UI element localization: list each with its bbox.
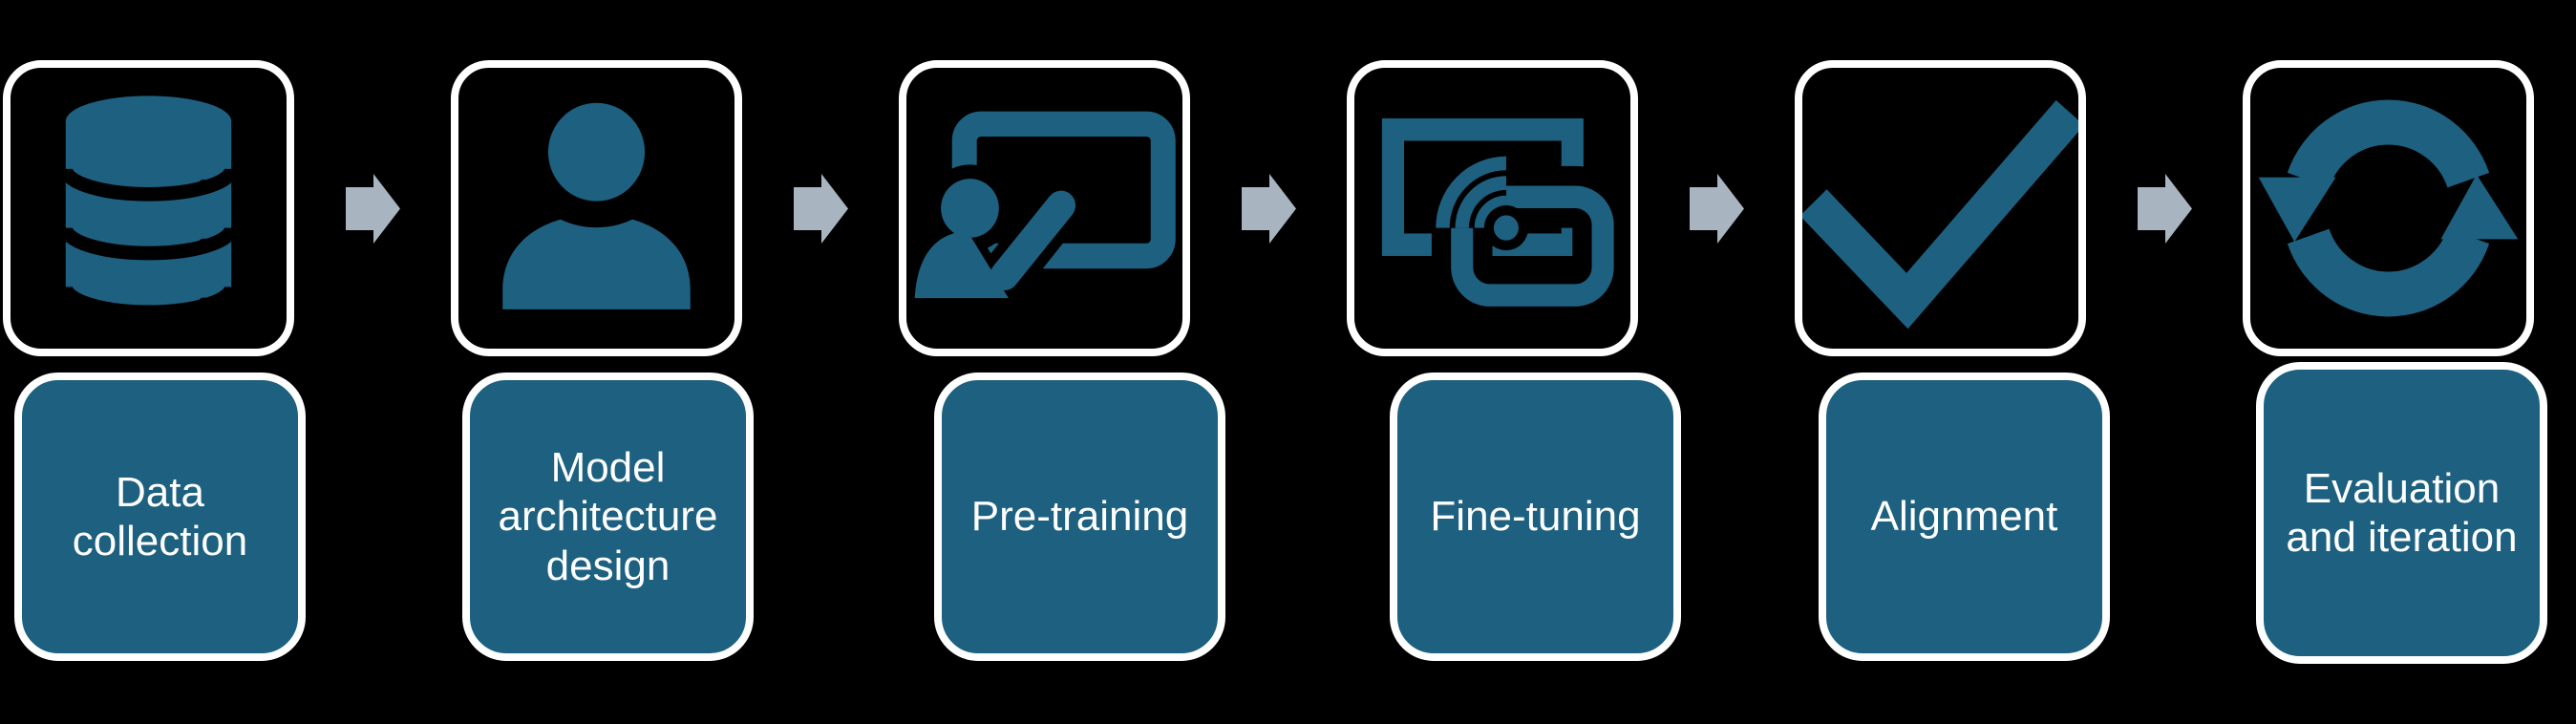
stage-evaluation-iteration: Evaluation and iteration: [2243, 60, 2547, 664]
icon-box-pre-training: [899, 60, 1190, 356]
stage-alignment: Alignment: [1795, 60, 2110, 661]
flow-connector: [294, 60, 451, 356]
icon-box-model-architecture: [451, 60, 742, 356]
flow-connector: [1638, 60, 1795, 356]
stage-label-fine-tuning: Fine-tuning: [1390, 373, 1681, 661]
icon-box-alignment: [1795, 60, 2086, 356]
stage-label-model-architecture: Model architecture design: [462, 373, 754, 661]
stage-model-architecture-design: Model architecture design: [451, 60, 754, 661]
stage-pre-training: Pre-training: [899, 60, 1225, 661]
sync-arrows-icon: [2258, 99, 2519, 317]
stage-label-data-collection: Data collection: [14, 373, 306, 661]
stage-label-evaluation-iteration: Evaluation and iteration: [2256, 362, 2547, 664]
icon-box-fine-tuning: [1347, 60, 1638, 356]
icon-box-data-collection: [3, 60, 294, 356]
training-presentation-icon: [906, 111, 1176, 307]
flow-connector: [1190, 60, 1347, 356]
flow-connector: [2086, 60, 2243, 356]
stage-label-pre-training: Pre-training: [934, 373, 1225, 661]
person-icon: [502, 102, 691, 309]
right-arrow-icon: [1689, 173, 1744, 244]
right-arrow-icon: [793, 173, 848, 244]
checkmark-icon: [1802, 99, 2078, 330]
database-icon: [58, 96, 239, 320]
stage-fine-tuning: Fine-tuning: [1347, 60, 1681, 661]
icon-box-evaluation-iteration: [2243, 60, 2534, 356]
stage-data-collection: Data collection: [3, 60, 306, 661]
stage-label-alignment: Alignment: [1819, 373, 2110, 661]
screen-cast-icon: [1381, 117, 1630, 327]
right-arrow-icon: [1241, 173, 1296, 244]
right-arrow-icon: [2137, 173, 2192, 244]
right-arrow-icon: [345, 173, 400, 244]
flow-connector: [742, 60, 899, 356]
